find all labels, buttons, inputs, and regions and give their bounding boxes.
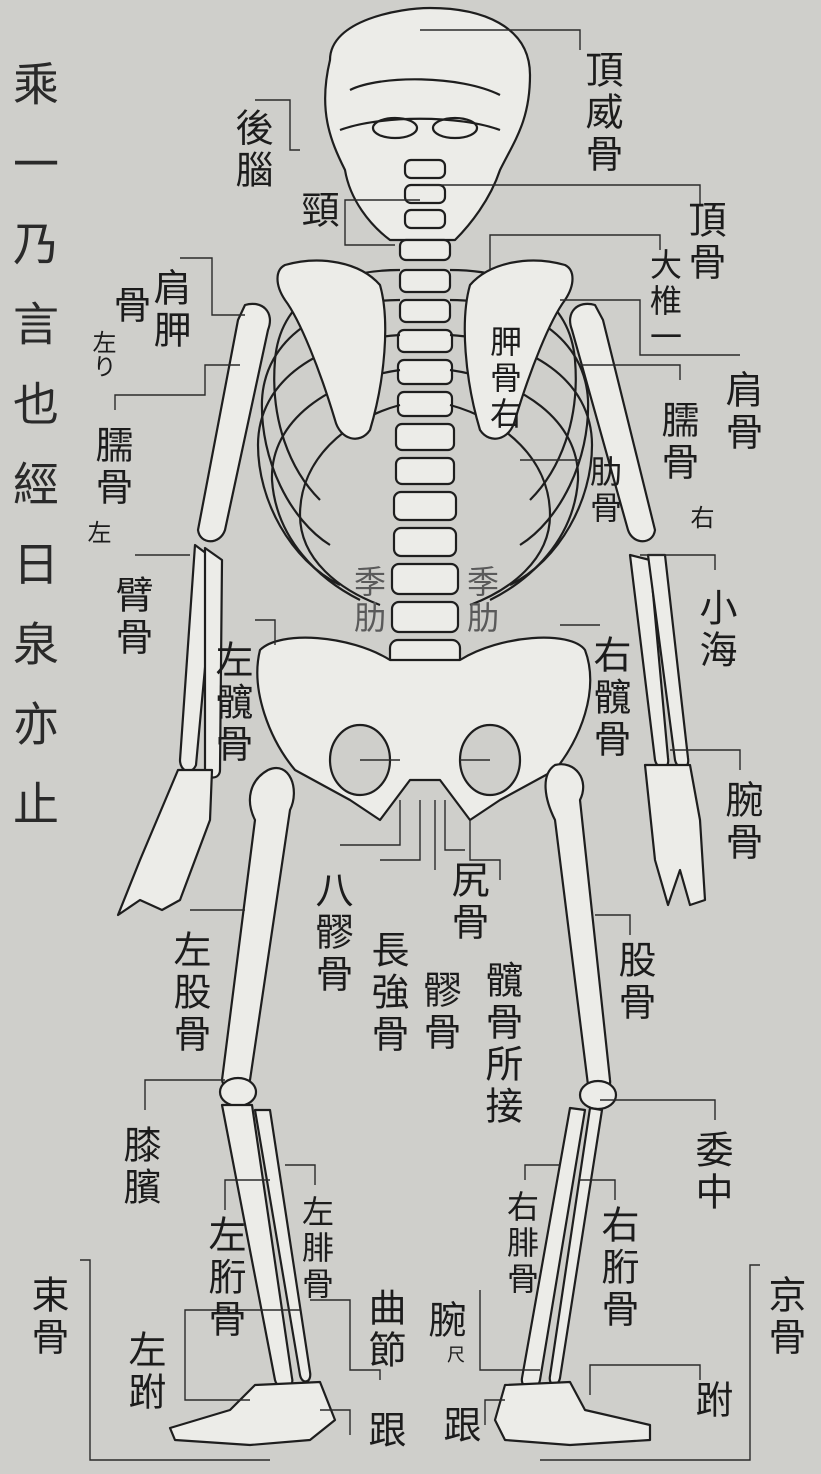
label-weizhong: 委中 xyxy=(692,1130,730,1214)
label-baliao-bone: 八髎骨 xyxy=(312,870,350,996)
label-gen-right: 跟 xyxy=(440,1405,478,1447)
label-nao-bone-right: 臑骨 xyxy=(658,400,696,484)
label-dingwei-bone: 頂威骨 xyxy=(582,50,620,176)
label-jianjia-gu: 骨 xyxy=(110,285,148,327)
label-gu-bone-left: 左股骨 xyxy=(170,930,208,1056)
label-ding-bone: 頂骨 xyxy=(685,200,723,284)
hand-left xyxy=(118,770,212,915)
foot-left xyxy=(170,1382,335,1445)
label-ji-right: 跗 xyxy=(692,1380,730,1422)
label-xibin: 膝臏 xyxy=(120,1125,158,1209)
skull xyxy=(325,8,530,240)
label-jile-right: 季肋 xyxy=(465,565,497,637)
label-shu-bone: 束骨 xyxy=(28,1275,66,1359)
label-nao-bone-left: 臑骨 xyxy=(92,425,130,509)
label-dazhui: 大椎一 xyxy=(648,248,680,356)
label-fei-bone-right: 右腓骨 xyxy=(505,1190,537,1298)
label-nao-right-side: 右 xyxy=(688,505,712,529)
label-jia-bone-right: 胛骨右 xyxy=(488,325,520,433)
label-lei-bone: 肋骨 xyxy=(588,455,620,527)
label-kuan-bone-right: 右髖骨 xyxy=(590,635,628,761)
femur-left xyxy=(222,768,294,1091)
scapula-left xyxy=(278,261,386,439)
label-wan-foot-small: 尺 xyxy=(445,1345,463,1363)
label-nao-left-side: 左 xyxy=(85,520,109,544)
label-kuan-joint: 髖骨所接 xyxy=(482,960,520,1128)
label-jile-left: 季肋 xyxy=(352,565,384,637)
label-qujie: 曲節 xyxy=(365,1288,403,1372)
label-changqiang-bone: 長強骨 xyxy=(368,930,406,1056)
label-heng-bone-right: 右胻骨 xyxy=(598,1205,636,1331)
label-jing-bone: 京骨 xyxy=(765,1275,803,1359)
label-kuan-bone-left: 左髖骨 xyxy=(212,640,250,766)
label-jing: 頸 xyxy=(298,190,336,232)
label-ji-left: 左跗 xyxy=(125,1330,163,1414)
label-heng-bone-left: 左胻骨 xyxy=(205,1215,243,1341)
label-xiaohai: 小海 xyxy=(696,588,734,672)
label-jian-bone-right: 肩骨 xyxy=(722,370,760,454)
femur-right xyxy=(546,764,611,1093)
label-wan-foot: 腕 xyxy=(425,1300,463,1342)
label-bi-bone: 臂骨 xyxy=(112,575,150,659)
pelvis xyxy=(257,638,590,820)
hand-right xyxy=(645,765,705,905)
label-jianjia-left: 左り xyxy=(90,330,114,378)
label-hounao: 後腦 xyxy=(232,108,270,192)
label-liao-bone: 髎骨 xyxy=(420,970,458,1054)
label-gen-left: 跟 xyxy=(365,1410,403,1452)
label-jianjia: 肩胛 xyxy=(150,268,188,352)
humerus-left xyxy=(198,304,270,541)
foot-right xyxy=(495,1382,650,1445)
label-wan-bone: 腕骨 xyxy=(722,780,760,864)
label-kao-bone: 尻骨 xyxy=(448,860,486,944)
label-fei-bone-left: 左腓骨 xyxy=(300,1195,332,1303)
label-gu-bone-right: 股骨 xyxy=(615,940,653,1024)
